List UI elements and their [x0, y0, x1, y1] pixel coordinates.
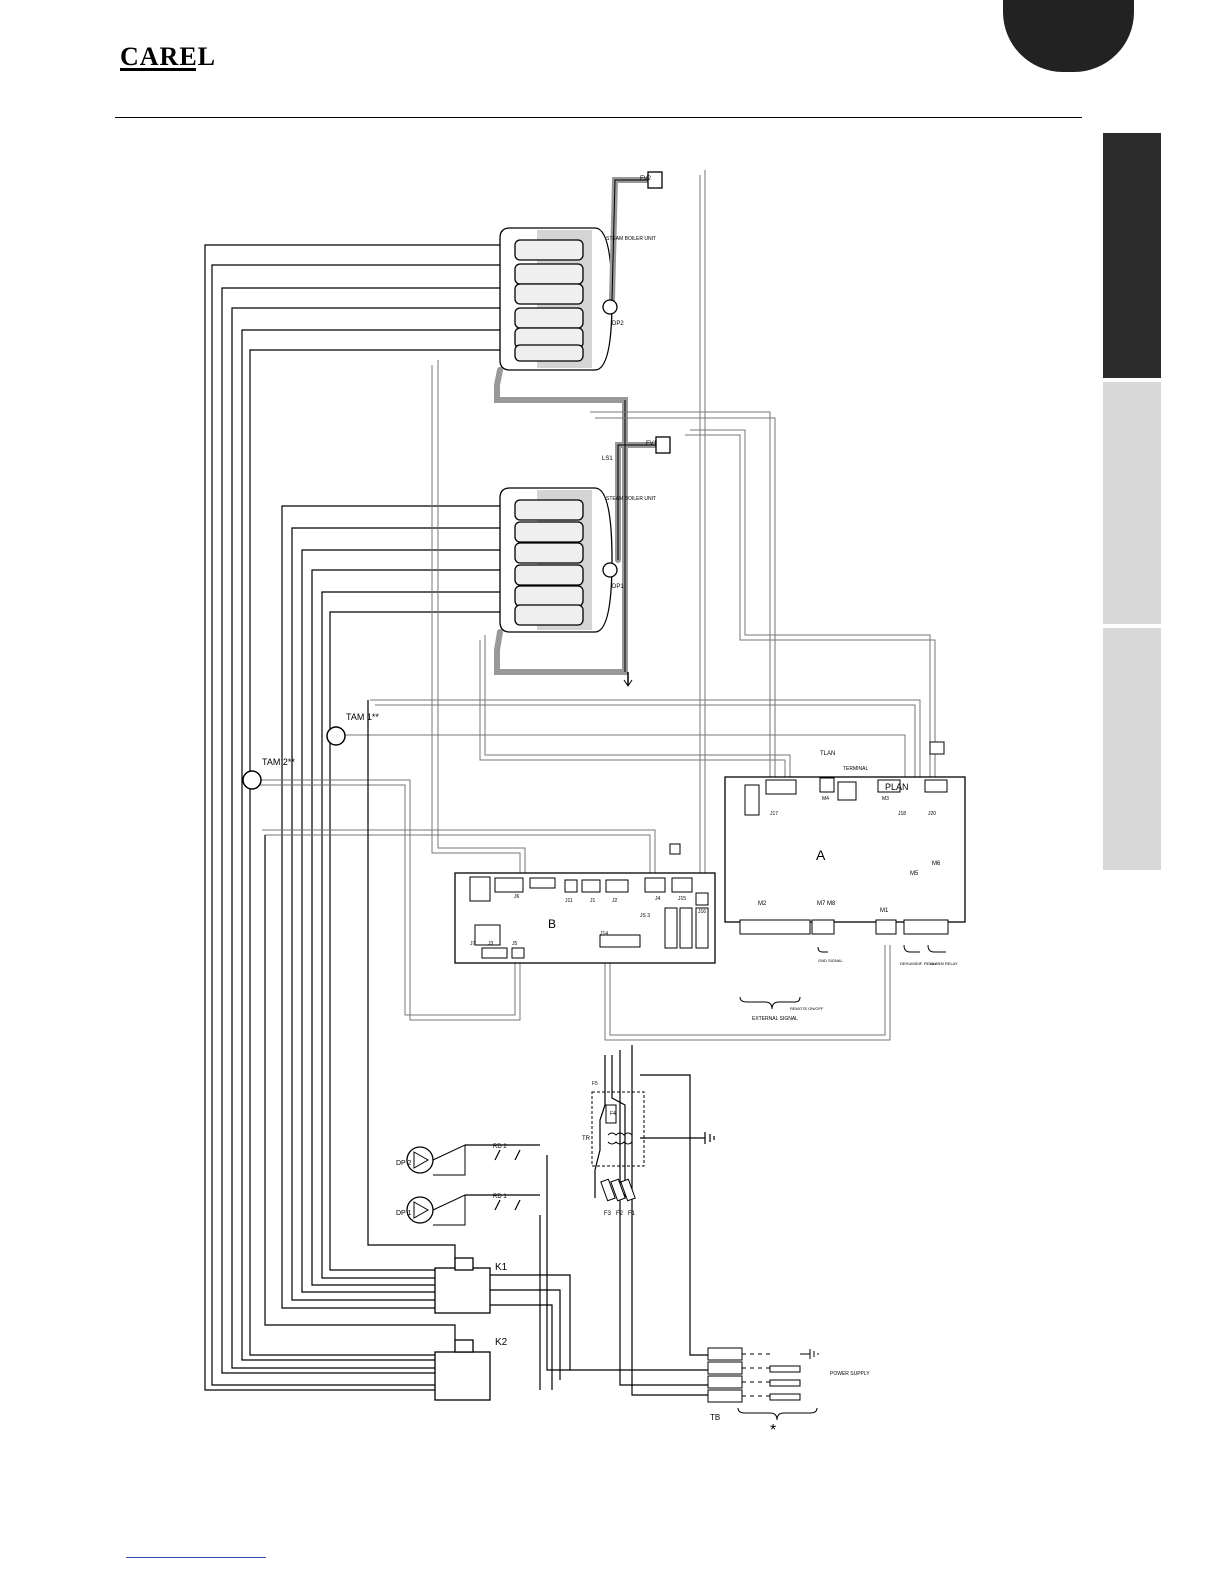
label-remote-on-off: REMOTE ON/OFF — [790, 1006, 824, 1011]
label-j11: J11 — [565, 898, 573, 904]
label-m1: M1 — [880, 908, 889, 914]
boiler-1-tank — [499, 487, 613, 633]
contactor-k1 — [434, 1267, 491, 1314]
label-board-b: B — [548, 917, 556, 931]
label-j16: J16 — [698, 909, 706, 915]
fill-valve-1 — [655, 436, 671, 454]
label-fv1: FV1 — [646, 441, 658, 447]
label-j5: J5 — [512, 941, 518, 947]
label-tr: TR — [582, 1136, 591, 1142]
label-f1: F1 — [628, 1211, 636, 1217]
label-plan: PLAN — [885, 782, 909, 792]
label-tam-1: TAM 1** — [346, 712, 379, 722]
label-board-a: A — [816, 847, 826, 863]
terminal-l3 — [707, 1361, 743, 1375]
label-m7: M7 — [817, 901, 826, 907]
label-j4: J4 — [655, 896, 661, 902]
label-k2: K2 — [495, 1337, 508, 1348]
label-gnd-signal: GND SIGNAL — [818, 958, 843, 963]
label-f2: F2 — [616, 1211, 624, 1217]
fuse-f1 — [620, 1178, 636, 1202]
label-rd1: RD 1 — [493, 1194, 507, 1200]
drain-pump-2 — [602, 299, 618, 315]
label-m6: M6 — [932, 861, 941, 867]
header-divider — [115, 117, 1082, 118]
label-external-signal: EXTERNAL SIGNAL — [752, 1016, 798, 1022]
label-j2: J2 — [612, 898, 618, 904]
fuse-f3 — [600, 1178, 616, 1202]
label-power-supply: POWER SUPPLY — [830, 1371, 870, 1377]
label-m4: M4 — [822, 796, 829, 802]
drain-pump-1 — [602, 562, 618, 578]
side-tab-english[interactable] — [1103, 133, 1161, 378]
tam-2-sensor — [242, 770, 262, 790]
side-tab-german[interactable] — [1103, 628, 1161, 870]
label-alarm-relay: ALARM RELAY — [930, 961, 958, 966]
contactor-k2 — [434, 1351, 491, 1401]
label-terminal: TERMINAL — [843, 766, 869, 772]
terminal-pe — [707, 1347, 743, 1361]
label-j14: J14 — [600, 931, 608, 937]
footer-link[interactable] — [126, 1557, 266, 1558]
label-k1: K1 — [495, 1262, 508, 1273]
label-j1: J1 — [590, 898, 596, 904]
terminal-l2 — [707, 1375, 743, 1389]
control-board-a — [724, 776, 966, 923]
transformer-tr — [591, 1091, 645, 1167]
brand-logo-underline — [120, 68, 196, 71]
label-f4: F4 — [610, 1111, 616, 1117]
label-j7: J7 — [470, 941, 476, 947]
label-m3: M3 — [882, 796, 889, 802]
label-tam-2: TAM 2** — [262, 757, 295, 767]
label-rd2: RD 2 — [493, 1144, 507, 1150]
boiler-2-tank — [499, 227, 613, 371]
label-f5: F5 — [592, 1081, 598, 1087]
label-j17: J17 — [770, 811, 778, 817]
tam-1-sensor — [326, 726, 346, 746]
label-j20: J20 — [928, 811, 936, 817]
label-f3: F3 — [604, 1211, 612, 1217]
fill-valve-2 — [647, 171, 663, 189]
side-tab-italian[interactable] — [1103, 382, 1161, 624]
label-pump-1: DP 1 — [396, 1210, 412, 1217]
label-j18: J18 — [898, 811, 906, 817]
label-m5: M5 — [910, 871, 919, 877]
label-fv2: FV2 — [640, 176, 652, 182]
label-j6: J6 — [514, 894, 520, 900]
label-steam-boiler-2: STEAM BOILER UNIT — [606, 236, 656, 242]
label-tb: TB — [710, 1413, 720, 1422]
label-dp1: DP1 — [612, 584, 624, 590]
terminal-l1 — [707, 1389, 743, 1403]
label-dehumidif-relay: DEHUMIDIF. RELAY — [900, 961, 937, 966]
label-js3: JS 3 — [640, 913, 650, 919]
label-dp2: DP2 — [612, 321, 624, 327]
label-j3: J3 — [488, 941, 494, 947]
label-j15: J15 — [678, 896, 686, 902]
brand-logo: CAREL — [120, 42, 217, 71]
label-ls1: LS1 — [602, 456, 613, 462]
label-m2: M2 — [758, 901, 767, 907]
fuse-f2 — [610, 1178, 626, 1202]
label-asterisk: * — [770, 1422, 776, 1439]
label-m8: M8 — [827, 901, 836, 907]
label-pump-2: DP 2 — [396, 1160, 412, 1167]
label-steam-boiler-1: STEAM BOILER UNIT — [606, 496, 656, 502]
label-tlan: TLAN — [820, 751, 835, 757]
